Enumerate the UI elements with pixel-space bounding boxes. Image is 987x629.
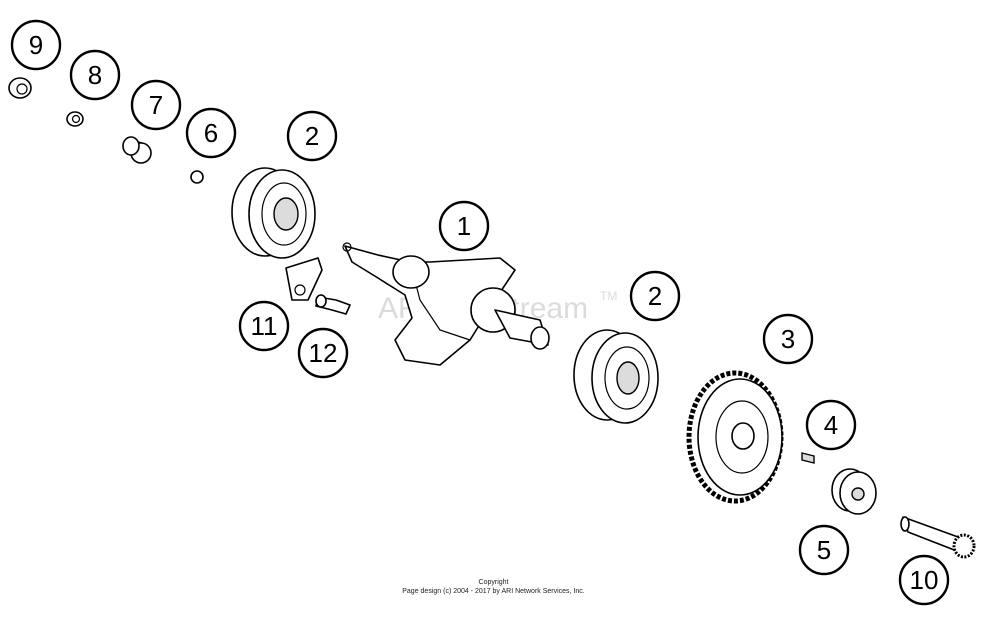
callout-circle bbox=[286, 110, 338, 162]
callout-label: 11 bbox=[251, 311, 278, 341]
part-bolt[interactable] bbox=[315, 294, 351, 315]
callout-circle bbox=[762, 313, 814, 365]
callout-circle bbox=[438, 200, 490, 252]
callout-5[interactable]: 5 bbox=[798, 524, 850, 576]
callout-circle bbox=[130, 79, 182, 131]
callout-circle bbox=[297, 327, 349, 379]
callout-label: 7 bbox=[149, 90, 163, 120]
part-washer[interactable] bbox=[66, 111, 84, 127]
callout-10[interactable]: 10 bbox=[898, 554, 950, 606]
callout-circle bbox=[898, 554, 950, 606]
footer-page-design: Page design (c) 2004 - 2017 by ARI Netwo… bbox=[402, 588, 585, 595]
part-pin[interactable] bbox=[900, 516, 976, 559]
callout-11[interactable]: 11 bbox=[238, 300, 290, 352]
part-oring[interactable] bbox=[190, 170, 204, 184]
callout-circle bbox=[798, 524, 850, 576]
callout-1[interactable]: 1 bbox=[438, 200, 490, 252]
part-bearing-left[interactable] bbox=[231, 167, 316, 259]
callout-circle bbox=[805, 399, 857, 451]
callout-label: 2 bbox=[305, 121, 319, 151]
footer-copyright: Copyright bbox=[478, 579, 509, 586]
callout-3[interactable]: 3 bbox=[762, 313, 814, 365]
part-bushing[interactable] bbox=[122, 136, 152, 164]
callout-circle bbox=[10, 19, 62, 71]
part-spacer[interactable] bbox=[831, 468, 877, 515]
callout-label: 9 bbox=[29, 30, 43, 60]
callout-circle bbox=[629, 270, 681, 322]
callout-9[interactable]: 9 bbox=[10, 19, 62, 71]
part-nut[interactable] bbox=[8, 77, 32, 99]
callout-circle bbox=[238, 300, 290, 352]
part-key[interactable] bbox=[801, 452, 815, 464]
callout-7[interactable]: 7 bbox=[130, 79, 182, 131]
callout-circle bbox=[69, 49, 121, 101]
callout-6[interactable]: 6 bbox=[185, 107, 237, 159]
callout-8[interactable]: 8 bbox=[69, 49, 121, 101]
callout-label: 4 bbox=[824, 410, 838, 440]
callout-4[interactable]: 4 bbox=[805, 399, 857, 451]
callout-2-left[interactable]: 2 bbox=[286, 110, 338, 162]
callout-label: 2 bbox=[648, 281, 662, 311]
callout-label: 10 bbox=[910, 565, 939, 595]
part-bearing-right[interactable] bbox=[573, 329, 659, 424]
callout-2-right[interactable]: 2 bbox=[629, 270, 681, 322]
callout-12[interactable]: 12 bbox=[297, 327, 349, 379]
callout-label: 5 bbox=[817, 535, 831, 565]
part-crankshaft[interactable] bbox=[342, 242, 550, 366]
watermark-tm: TM bbox=[600, 289, 617, 303]
callout-label: 6 bbox=[204, 118, 218, 148]
callout-circle bbox=[185, 107, 237, 159]
part-gear[interactable] bbox=[686, 370, 784, 504]
callout-label: 12 bbox=[309, 338, 338, 368]
callout-label: 3 bbox=[781, 324, 795, 354]
part-bracket[interactable] bbox=[285, 257, 323, 301]
callout-label: 1 bbox=[457, 211, 471, 241]
callout-label: 8 bbox=[88, 60, 102, 90]
